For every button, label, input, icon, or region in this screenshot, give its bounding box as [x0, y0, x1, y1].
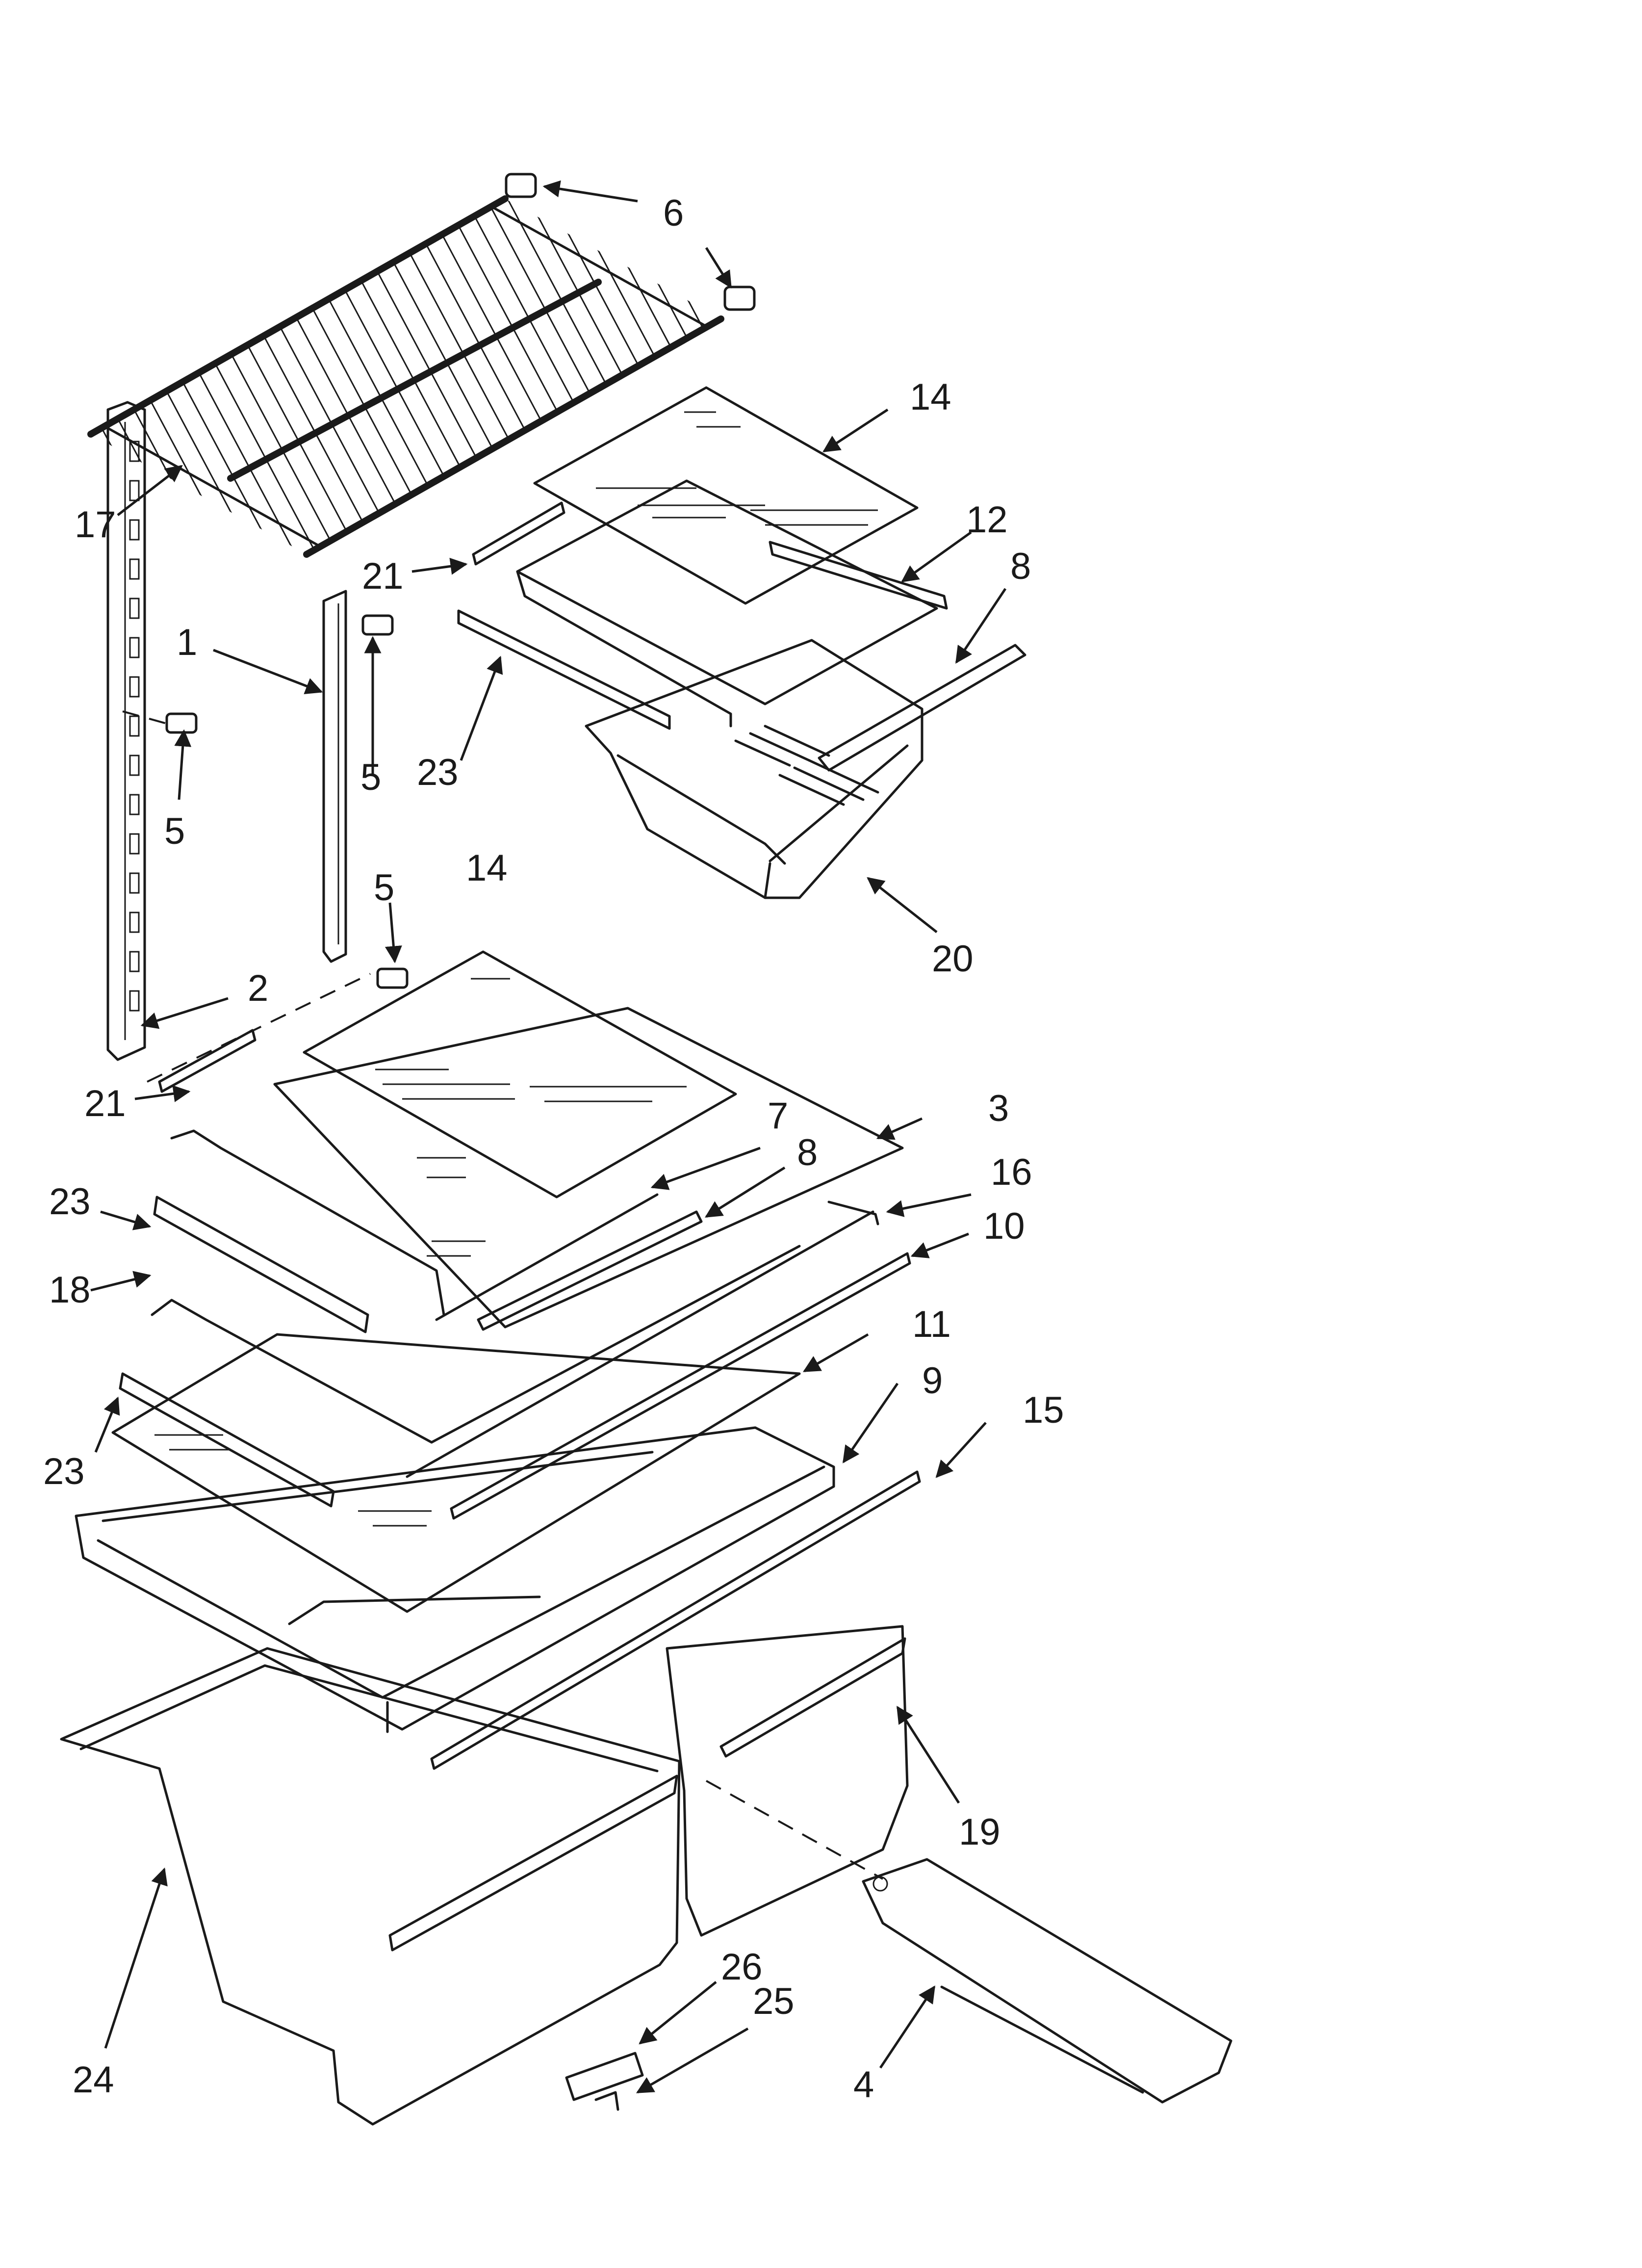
- control-cover: [862, 1858, 1232, 2104]
- crisper-pan-left: [60, 1647, 681, 2126]
- label-7: 7: [768, 1095, 788, 1137]
- part-labels: 6 17 14 12 8 21 1 23 5 5 20 14 5 2 21 7 …: [43, 192, 1064, 2106]
- drawer-vents: [734, 725, 879, 806]
- label-20: 20: [932, 938, 974, 980]
- label-3: 3: [988, 1088, 1009, 1129]
- ladder-slots: [129, 441, 140, 1012]
- leader-arrows: [90, 180, 1007, 2094]
- label-23-upper: 23: [417, 752, 459, 793]
- label-19: 19: [959, 1811, 1001, 1853]
- shelf-ladder-left: [106, 401, 146, 1061]
- label-4: 4: [853, 2064, 874, 2106]
- label-26: 26: [721, 1946, 763, 1988]
- label-17: 17: [75, 504, 116, 546]
- label-5-left: 5: [164, 810, 185, 852]
- label-23-lower: 23: [43, 1451, 85, 1492]
- lower-glass-shelf-14: [303, 950, 737, 1199]
- clip: [565, 2052, 644, 2111]
- label-10: 10: [983, 1205, 1025, 1247]
- shelf-ladder-right: [322, 590, 347, 963]
- label-23-middle: 23: [49, 1181, 91, 1223]
- label-21-upper: 21: [362, 555, 404, 597]
- lower-glass-shelf-11: [111, 1333, 801, 1613]
- label-8-upper: 8: [1010, 546, 1031, 587]
- label-2: 2: [248, 967, 268, 1009]
- label-8-lower: 8: [797, 1132, 818, 1173]
- label-9: 9: [922, 1360, 943, 1402]
- label-16: 16: [991, 1151, 1032, 1193]
- label-1: 1: [177, 622, 197, 663]
- label-14-lower: 14: [466, 847, 508, 889]
- label-21-lower: 21: [84, 1083, 126, 1124]
- lower-glass-shelf-3: [273, 1007, 904, 1329]
- glass-glare-lines: [596, 411, 878, 526]
- shelf-frame-rails: [119, 1029, 911, 1520]
- label-25: 25: [753, 1981, 795, 2022]
- rail-15: [430, 1470, 921, 1770]
- label-15: 15: [1023, 1389, 1064, 1431]
- label-24: 24: [73, 2059, 114, 2101]
- crisper-pan-right: [666, 1625, 909, 1937]
- label-6: 6: [663, 192, 684, 234]
- screws: [165, 614, 409, 989]
- shelf-end-caps: [505, 173, 756, 311]
- wire-shelf: [87, 195, 724, 558]
- label-12: 12: [966, 499, 1008, 541]
- upper-glass-shelf: [533, 386, 919, 605]
- label-11: 11: [912, 1303, 951, 1345]
- label-14-upper: 14: [910, 376, 951, 418]
- upper-shelf-rails: [457, 501, 1026, 772]
- label-5-lower: 5: [374, 867, 394, 909]
- label-18: 18: [49, 1269, 91, 1311]
- upper-shelf-frame: [516, 479, 938, 728]
- label-5-center: 5: [360, 756, 381, 798]
- crisper-cover-frame: [75, 1426, 835, 1733]
- crisper-drawer: [585, 639, 924, 899]
